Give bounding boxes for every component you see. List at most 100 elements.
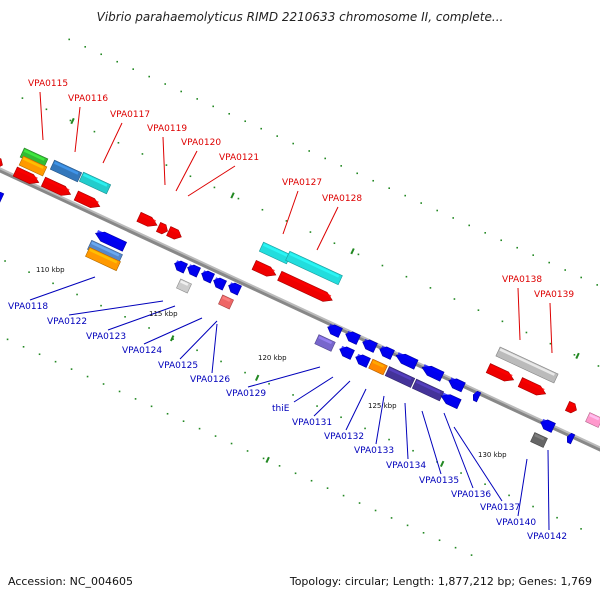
tick-dot [21, 97, 24, 99]
tick-dot [182, 420, 185, 423]
feature-body [155, 221, 168, 235]
gene-label-vpa0131: VPA0131 [292, 418, 332, 428]
gene-label-vpa0122: VPA0122 [47, 317, 87, 327]
tick-dot [452, 217, 455, 219]
gene-feature-r-salmon [218, 294, 234, 310]
leader-vpa0132 [345, 388, 367, 431]
tick-dot [484, 232, 487, 234]
leader-vpa0128 [316, 206, 339, 251]
feature-shine [91, 241, 120, 257]
tick-dot [165, 164, 168, 166]
tick-dot [100, 304, 102, 307]
feature-shine [170, 227, 181, 235]
tick-dot [372, 179, 375, 182]
gene-feature-r-blue [327, 323, 343, 338]
tick-dot [54, 360, 57, 363]
tick-dot [580, 276, 583, 279]
tick-dot [124, 316, 126, 318]
tick-dot [356, 172, 359, 175]
gene-feature-r-blue [187, 264, 201, 278]
tick-mark [255, 374, 260, 381]
tick-dot [52, 282, 54, 285]
leader-vpa0116 [74, 106, 81, 153]
feature-shine [569, 402, 576, 408]
gene-label-vpa0115: VPA0115 [28, 79, 68, 89]
gene-label-vpa0137: VPA0137 [480, 503, 520, 513]
tick-dot [532, 254, 535, 256]
tick-dot [470, 554, 473, 556]
gene-label-vpa0125: VPA0125 [158, 361, 198, 371]
gene-feature-f-red [517, 377, 547, 396]
tick-dot [76, 293, 78, 296]
feature-shine [189, 264, 198, 270]
tick-dot [141, 153, 144, 155]
tick-dot [278, 465, 281, 467]
tick-dot [196, 98, 199, 100]
tick-dot [358, 502, 361, 504]
gene-label-vpa0120: VPA0120 [181, 138, 221, 148]
tick-dot [381, 264, 384, 267]
tick-dot [268, 382, 270, 385]
tick-dot [213, 186, 216, 189]
feature-shine [97, 230, 124, 245]
topology-stats-text: Topology: circular; Length: 1,877,212 bp… [289, 575, 592, 588]
tick-dot [68, 38, 71, 41]
feature-body [0, 155, 3, 169]
leader-vpa0118 [29, 276, 96, 301]
gene-feature-r-darkgrey [530, 432, 548, 448]
gene-labels: VPA0115VPA0116VPA0117VPA0119VPA0120VPA01… [8, 79, 574, 542]
feature-shine [230, 282, 239, 288]
gene-label-vpa0134: VPA0134 [386, 461, 426, 471]
tick-mark [70, 117, 75, 125]
gene-label-thie: thiE [272, 404, 290, 414]
tick-dot [438, 539, 441, 542]
tick-dot [500, 239, 503, 242]
feature-body [94, 231, 128, 252]
leader-vpa0117 [102, 122, 123, 164]
tick-dot [28, 271, 30, 273]
leader-vpa0115 [39, 91, 44, 141]
tick-dot [292, 394, 294, 396]
gene-feature-r-darkpurple [384, 366, 416, 388]
gene-feature-r-blue [566, 432, 576, 445]
tick-dot [237, 197, 240, 200]
gene-label-vpa0119: VPA0119 [147, 124, 187, 134]
gene-feature-r-blue [355, 353, 371, 368]
feature-shine [397, 352, 415, 363]
feature-shine [203, 270, 212, 276]
tick-dot [244, 120, 247, 123]
map-title: Vibrio parahaemolyticus RIMD 2210633 chr… [96, 10, 504, 24]
tick-dot [244, 371, 246, 374]
gene-label-vpa0139: VPA0139 [534, 290, 574, 300]
feature-shine [364, 338, 375, 346]
feature-body [368, 358, 388, 376]
gene-feature-f-red [40, 176, 72, 196]
feature-shine [318, 335, 333, 345]
feature-shine [262, 243, 288, 257]
tick-dot [166, 412, 169, 415]
backbone-line [0, 169, 600, 452]
gene-feature-r-blue [345, 330, 361, 345]
tick-dot [429, 287, 432, 289]
tick-dot [150, 405, 153, 408]
tick-dot [86, 375, 89, 378]
gene-feature-f-steelblue [49, 159, 83, 183]
gene-label-vpa0121: VPA0121 [219, 153, 259, 163]
leader-vpa0120 [175, 150, 198, 192]
leader-vpa0121 [187, 165, 236, 197]
feature-body [0, 191, 5, 204]
tick-dot [292, 142, 295, 145]
tick-dot [342, 494, 345, 497]
gene-label-vpa0124: VPA0124 [122, 346, 162, 356]
gene-feature-r-purple [314, 334, 336, 352]
tick-dot [189, 175, 192, 178]
tick-dot [596, 284, 599, 286]
gene-feature-r-blue [0, 191, 5, 204]
scale-label: 120 kbp [258, 354, 287, 362]
feature-shine [589, 413, 600, 421]
tick-dot [118, 390, 121, 393]
gene-label-vpa0117: VPA0117 [110, 110, 150, 120]
tick-dot [309, 231, 312, 233]
